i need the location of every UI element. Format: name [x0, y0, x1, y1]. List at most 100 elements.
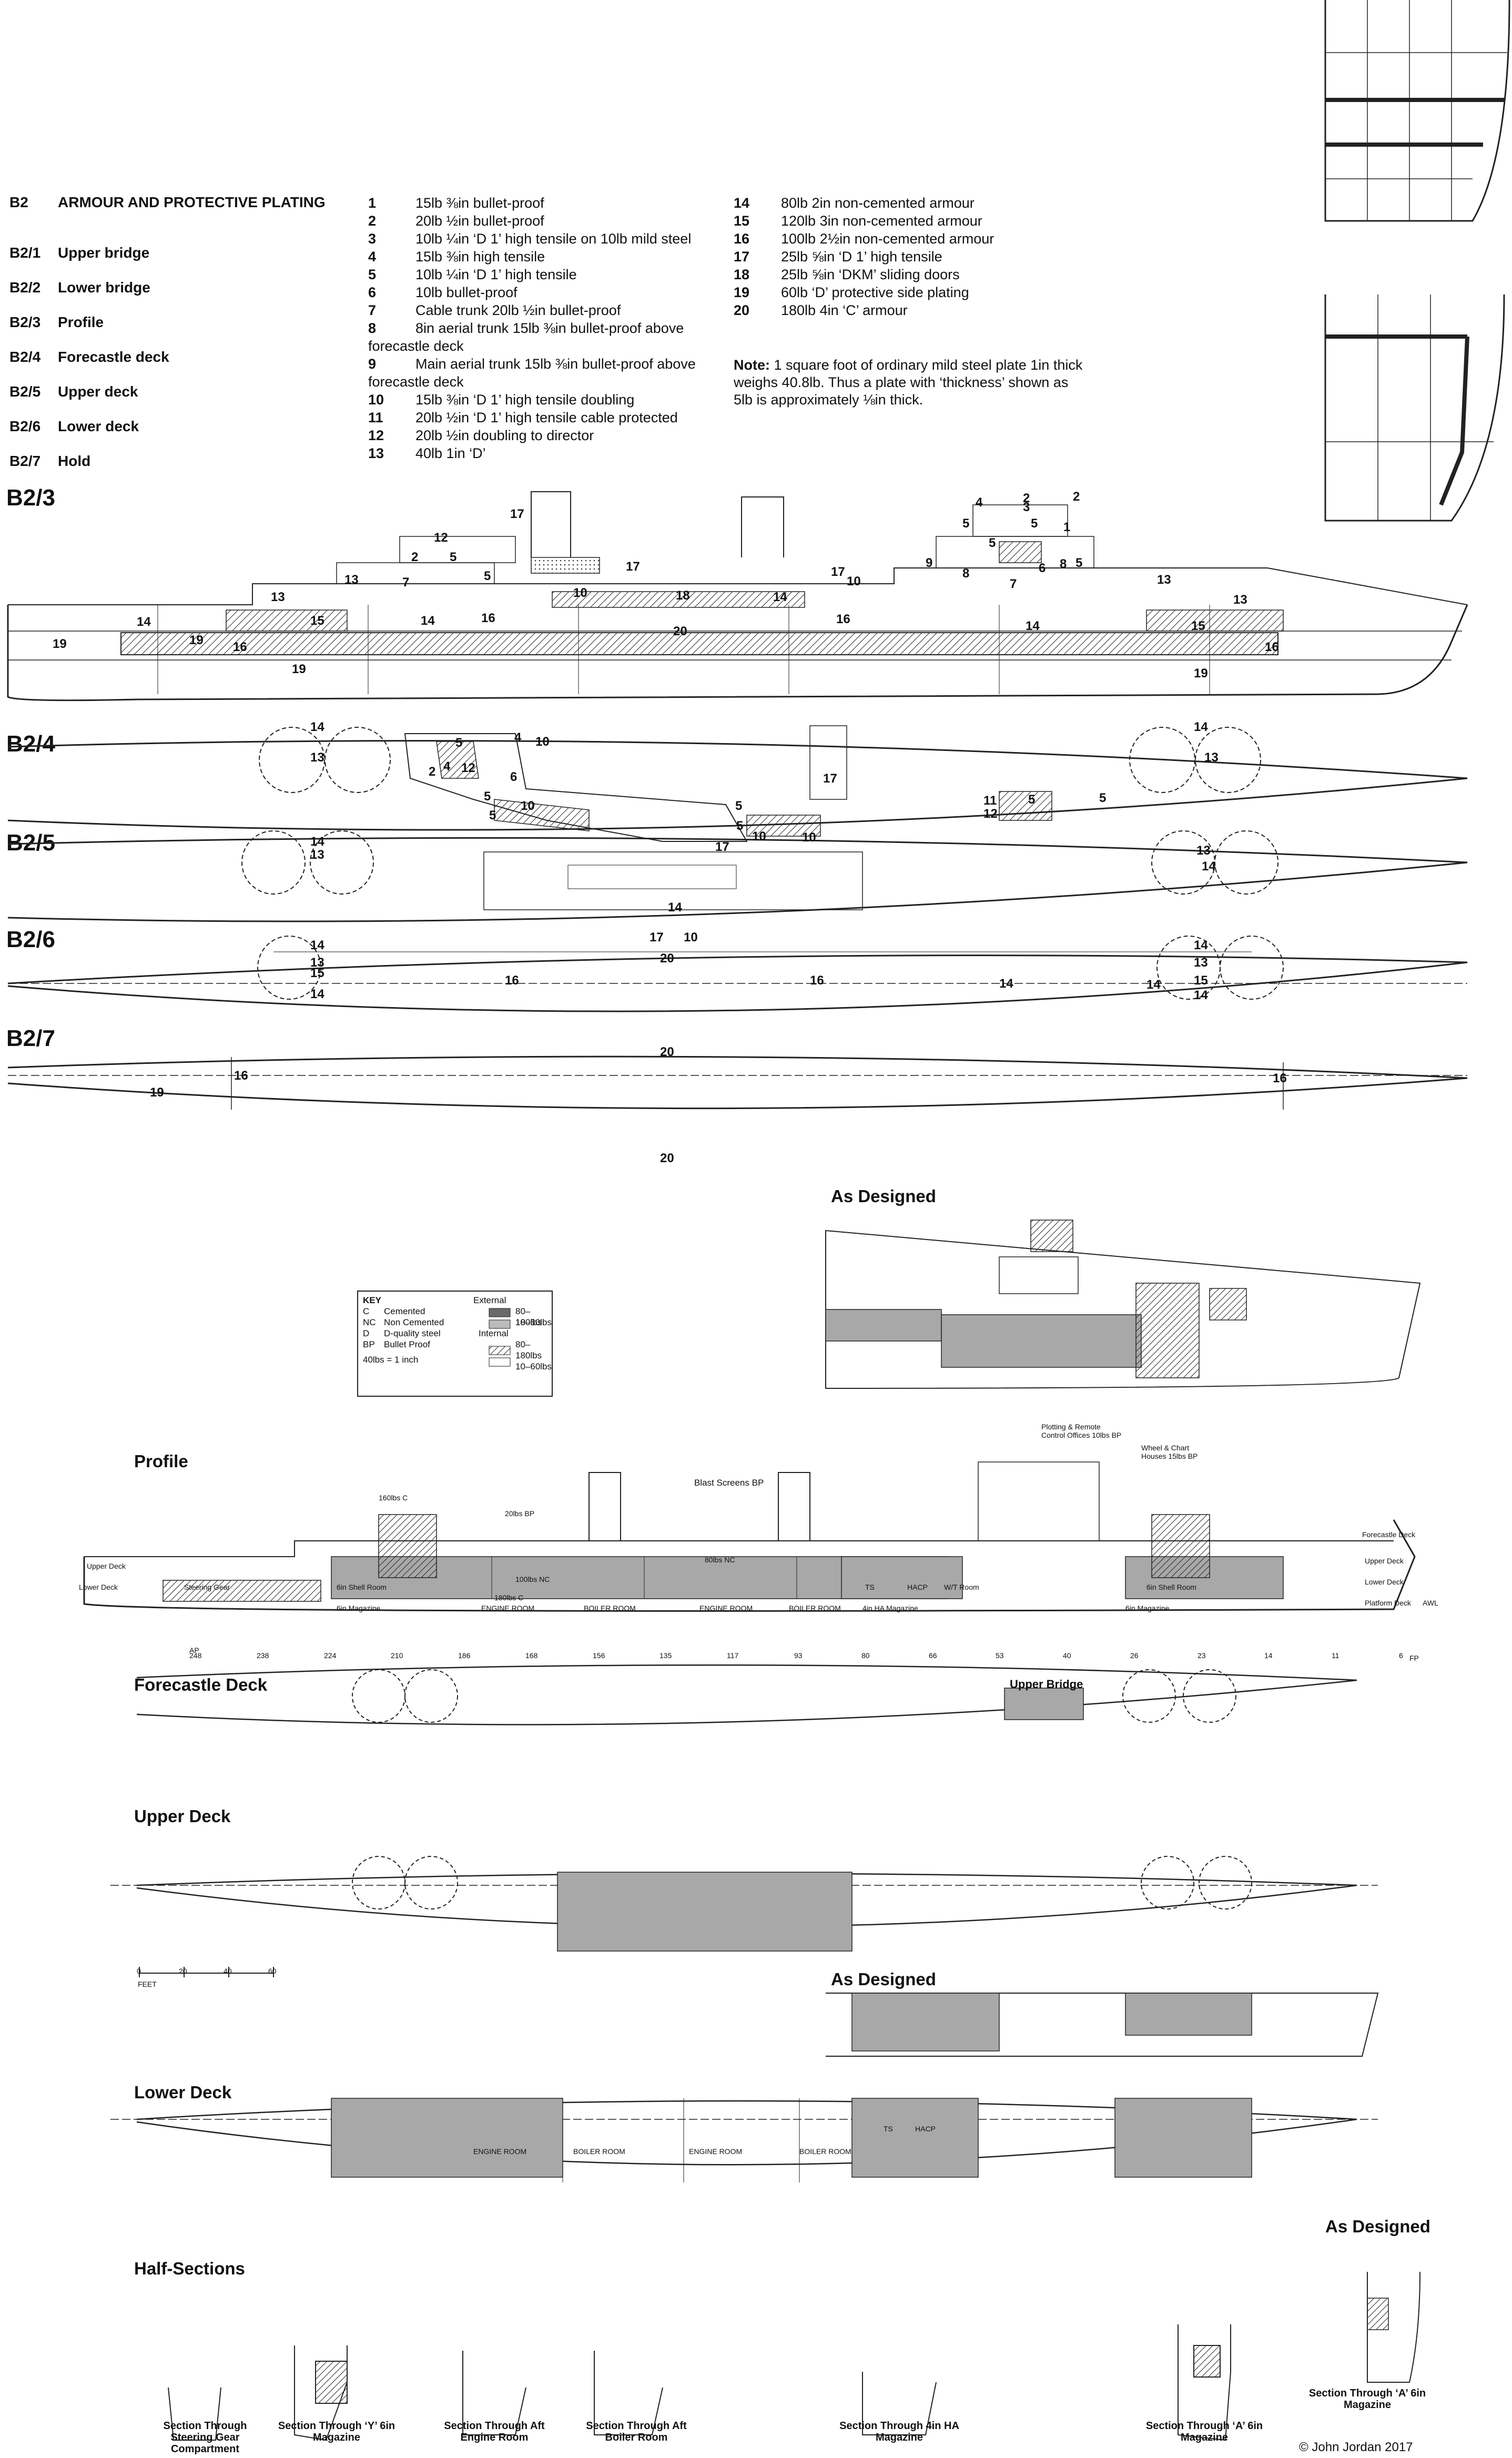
legend-item-text: 100lb 2½in non-cemented armour: [781, 231, 995, 247]
callout-19: 19: [53, 637, 67, 651]
callout-14n: 14: [999, 977, 1013, 991]
legend-item-number: 8: [368, 320, 377, 336]
callout-15d: 15: [1194, 973, 1208, 988]
caption-y-mag: Section Through ‘Y’ 6in Magazine: [278, 2420, 395, 2443]
profile-lower-deck-right: Lower Deck: [1365, 1578, 1404, 1586]
callout-10g: 10: [684, 930, 698, 944]
callout-13d: 13: [1233, 593, 1247, 607]
frame-number: 14: [1264, 1651, 1273, 1660]
callout-9: 9: [926, 556, 932, 570]
callout-5e: 5: [989, 536, 996, 550]
legend-item-number: 18: [734, 267, 750, 282]
callout-10: 10: [573, 586, 587, 600]
legend-item-number: 15: [734, 213, 750, 229]
legend-item-number: 13: [368, 445, 384, 461]
as-designed-title-1: As Designed: [831, 1186, 936, 1206]
caption-a-mag-designed: Section Through ‘A’ 6in Magazine: [1308, 2388, 1426, 2411]
as-designed-lower: [826, 1993, 1379, 2057]
legend-item-number: 9: [368, 356, 377, 372]
callout-13c: 13: [1157, 573, 1171, 587]
callout-14m: 14: [1194, 988, 1208, 1002]
legend-note: Note: 1 square foot of ordinary mild ste…: [734, 357, 1086, 409]
key-internal: Internal: [479, 1328, 509, 1338]
upper-deck-plan: [110, 1856, 1378, 1952]
callout-5h: 5: [484, 789, 491, 804]
forecastle-label: Forecastle Deck: [1362, 1530, 1416, 1539]
callout-16f: 16: [810, 973, 824, 988]
frame-number: 210: [391, 1651, 403, 1660]
callout-16c: 16: [233, 640, 247, 654]
forecastle-deck-title: Forecastle Deck: [134, 1675, 268, 1694]
frame-number: 23: [1198, 1651, 1206, 1660]
key-title: KEY: [363, 1295, 381, 1305]
lbs-180c-label: 180lbs C: [494, 1593, 524, 1602]
legend-item-number: 3: [368, 231, 377, 247]
legend-item-text: 25lb ⅝in ‘DKM’ sliding doors: [781, 267, 960, 282]
view-code: B2/3: [9, 314, 41, 330]
room-shell-fwd: 6in Shell Room: [1146, 1583, 1196, 1591]
copyright: © John Jordan 2017: [1299, 2440, 1413, 2454]
legend-item-text: 10lb bullet-proof: [415, 285, 517, 300]
view-label: Upper deck: [58, 383, 138, 400]
view-code: B2/4: [9, 349, 41, 365]
callout-15: 15: [310, 614, 324, 628]
callout-8: 8: [962, 566, 969, 581]
frame-number: 135: [659, 1651, 672, 1660]
key-code: NC: [363, 1317, 376, 1327]
key-ext: 10–60lbs: [515, 1317, 552, 1327]
callout-13j: 13: [1194, 956, 1208, 970]
callout-2d: 2: [429, 765, 435, 779]
callout-14g: 14: [310, 835, 324, 849]
half-sections: [168, 2324, 1231, 2441]
callout-13g: 13: [310, 848, 324, 862]
legend-item-text: 20lb ½in ‘D 1’ high tensile cable protec…: [415, 410, 678, 425]
view-label-b24: B2/4: [6, 731, 55, 757]
scale-tick: 0: [137, 1967, 141, 1975]
profile-b23: [7, 491, 1468, 702]
legend-item-text: 10lb ¼in ‘D 1’ high tensile: [415, 267, 577, 282]
callout-14c: 14: [1026, 619, 1040, 633]
callout-10c: 10: [535, 735, 550, 749]
callout-10f: 10: [802, 830, 816, 845]
callout-10b: 10: [847, 574, 861, 588]
legend-item-text: Main aerial trunk 15lb ⅜in bullet-proof …: [368, 356, 696, 390]
callout-17f: 17: [650, 930, 664, 944]
lower-deck-engine: ENGINE ROOM: [689, 2147, 743, 2156]
lbs-80nc-label: 80lbs NC: [705, 1556, 735, 1564]
legend-item-number: 17: [734, 249, 750, 265]
callout-14: 14: [773, 590, 787, 604]
callout-6: 6: [1039, 561, 1046, 575]
callout-14d: 14: [137, 615, 151, 629]
room-mag-fwd: 6in Magazine: [1125, 1604, 1170, 1612]
view-label: Hold: [58, 453, 91, 469]
frame-number: 117: [727, 1651, 739, 1660]
legend-item-text: Cable trunk 20lb ½in bullet-proof: [415, 302, 621, 318]
key-external: External: [473, 1295, 506, 1305]
room-shell-aft: 6in Shell Room: [337, 1583, 387, 1591]
frame-number: 6: [1399, 1651, 1403, 1660]
frame-number: 168: [525, 1651, 538, 1660]
caption-ha-mag: Section Through 4in HA Magazine: [839, 2420, 959, 2443]
view-code: B2/6: [9, 418, 41, 434]
legend-item-number: 16: [734, 231, 750, 247]
callout-16d: 16: [1265, 640, 1279, 654]
callout-14h: 14: [1202, 859, 1216, 873]
bridge-view-upper: [1324, 0, 1510, 222]
upper-deck-label: Upper Deck: [87, 1562, 126, 1570]
legend-item-number: 11: [368, 410, 383, 425]
callout-5j: 5: [735, 799, 742, 813]
callout-20d: 20: [660, 1151, 674, 1165]
upper-deck-title: Upper Deck: [134, 1806, 231, 1826]
callout-13f: 13: [1204, 750, 1219, 765]
callout-12c: 12: [983, 807, 998, 821]
key-box: [357, 1291, 553, 1397]
callout-16b: 16: [836, 612, 850, 626]
callout-11: 11: [983, 794, 997, 808]
